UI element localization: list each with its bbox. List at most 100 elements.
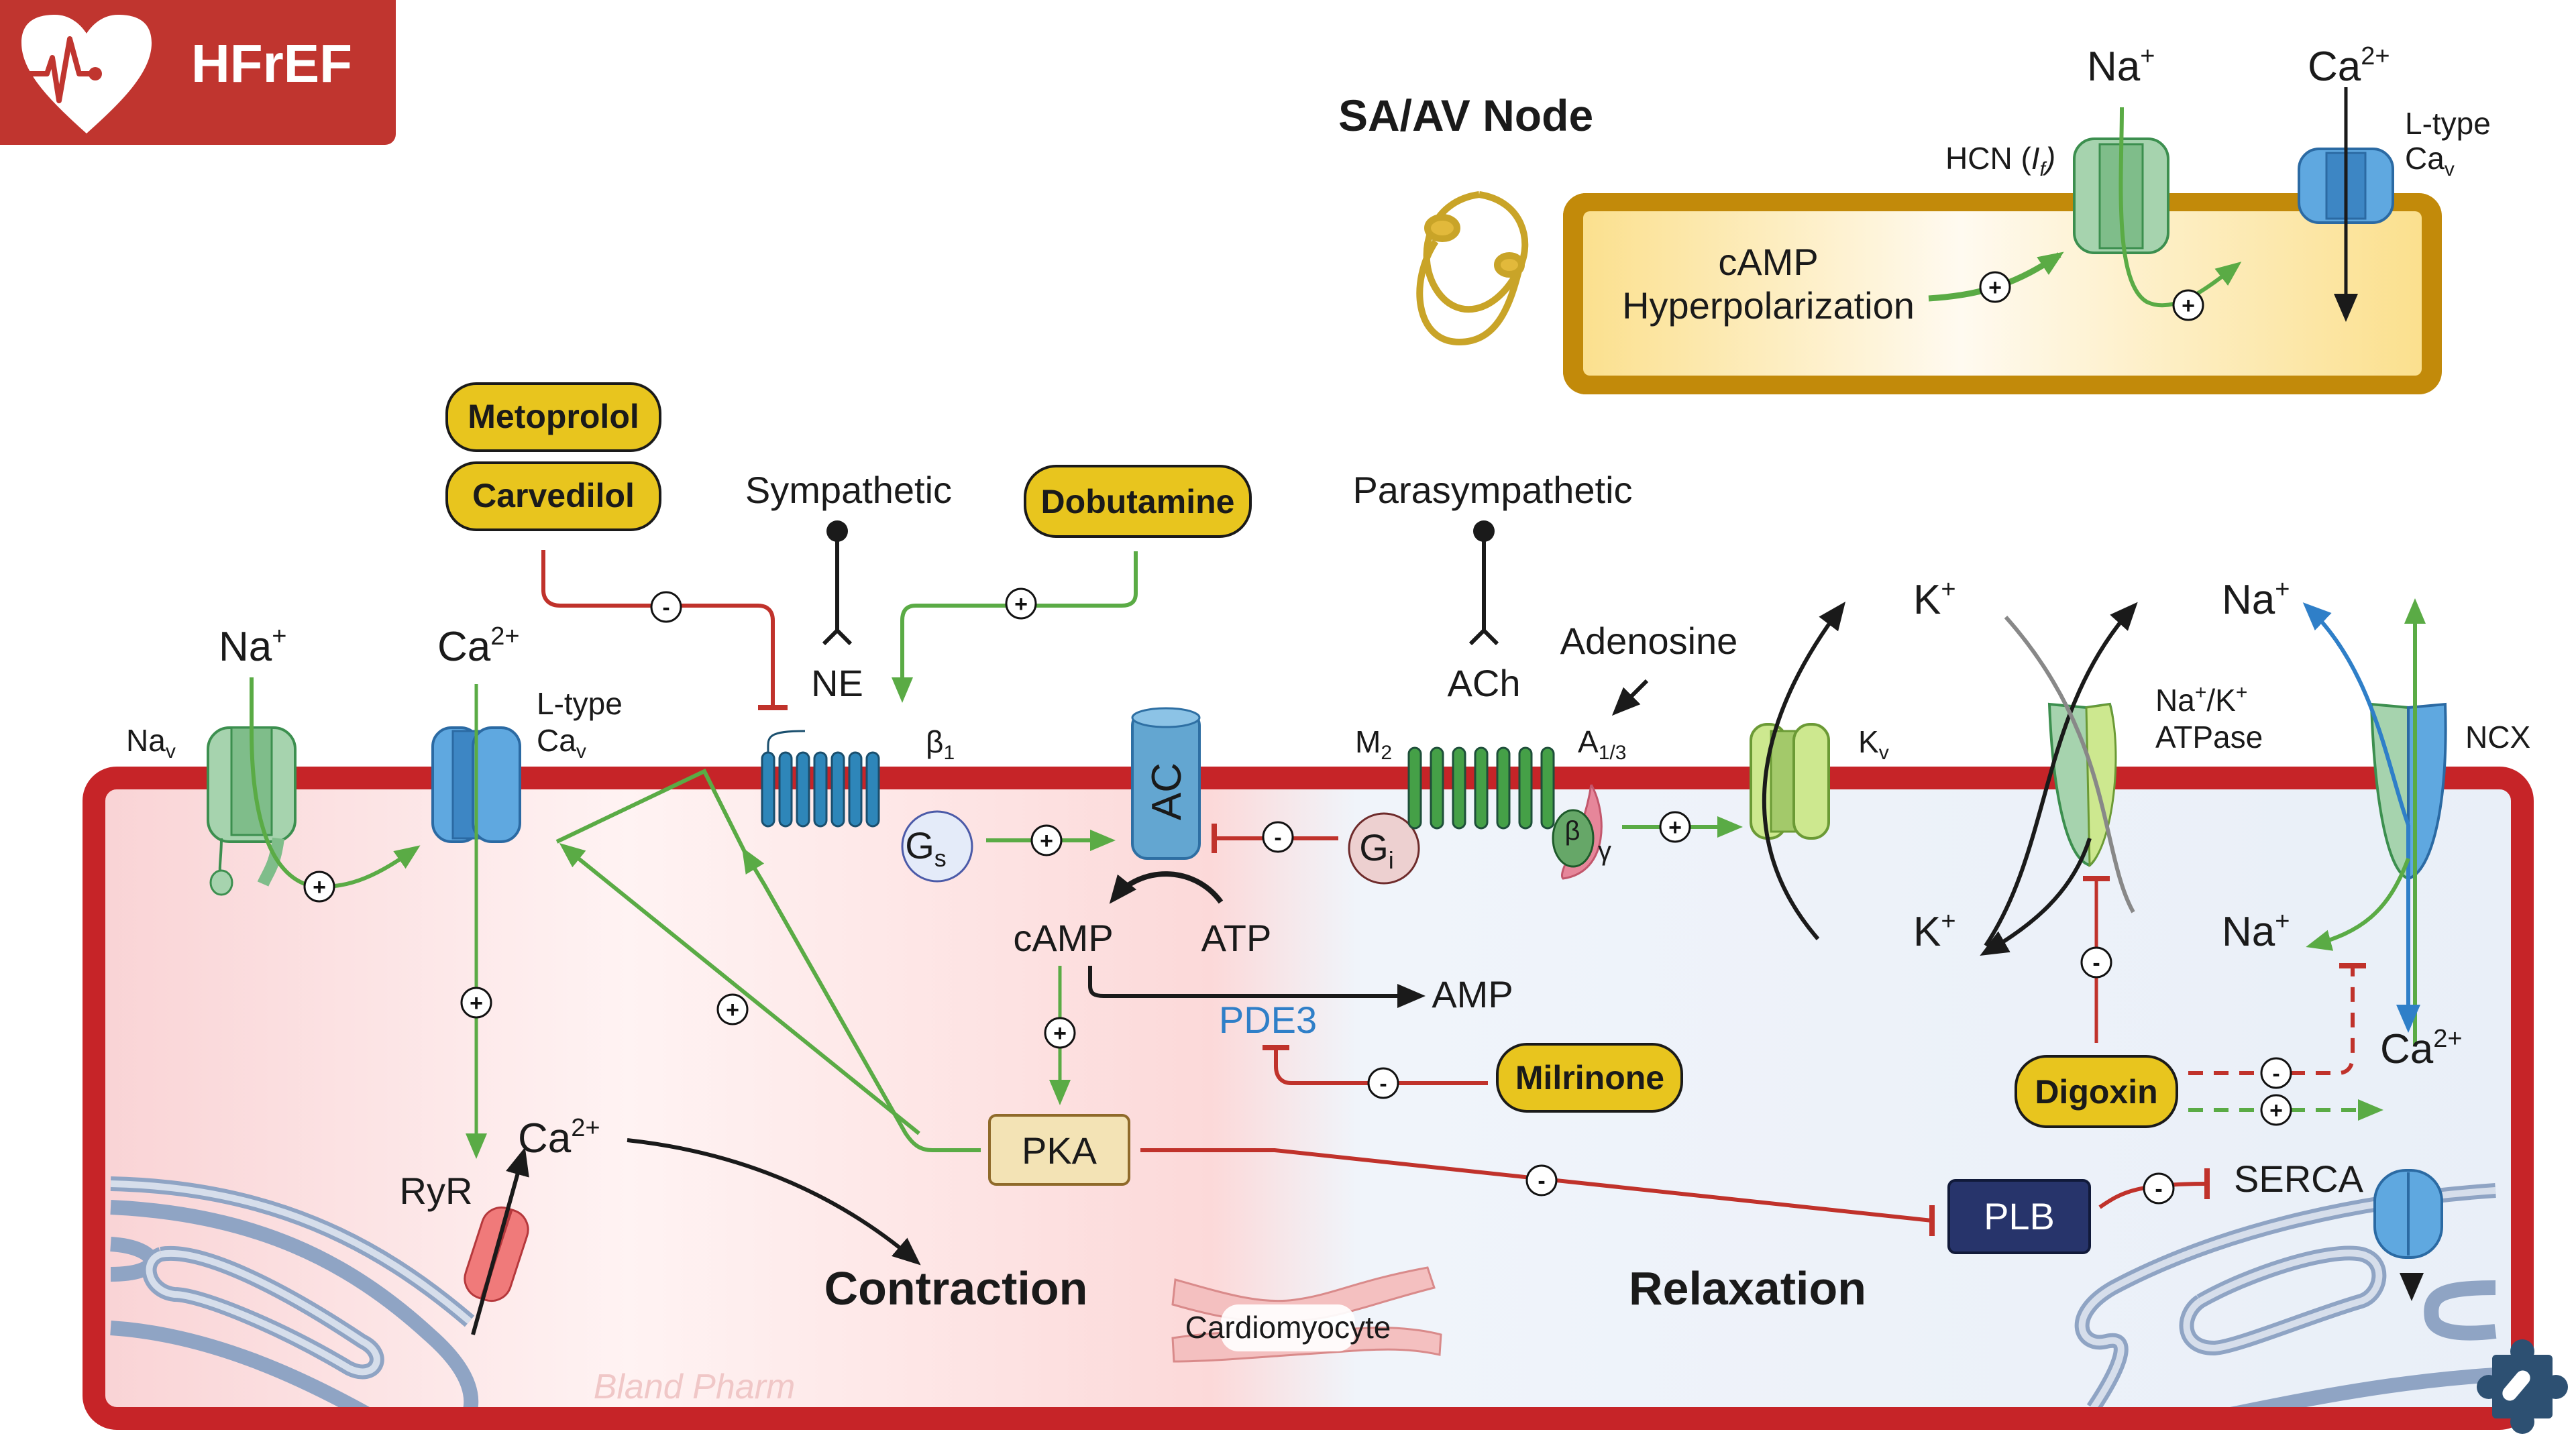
ncx-na-blue-arrow [2302,602,2410,826]
gi-protein: Gi [1348,812,1420,885]
ryr-label: RyR [400,1170,473,1212]
beta1-label: β1 [926,724,955,764]
plus-sign: + [2172,289,2204,321]
svg-text:-: - [1274,825,1281,850]
svg-text:β: β [1564,816,1580,846]
svg-text:-: - [2272,1061,2279,1086]
adenosine-arrow [1611,679,1649,716]
camp-to-amp-arrow [1088,966,1426,1008]
badge-title: HFrEF [191,34,352,93]
ca-to-contraction-arrow [627,1138,921,1266]
minus-sign: - [2143,1172,2175,1205]
hfref-badge: HFrEF [0,0,396,145]
pka-inhibit-plb-line [1140,1148,1933,1223]
pka-box: PKA [988,1114,1130,1186]
svg-text:-: - [1379,1071,1387,1097]
plb-inhibit-serca-line [2098,1182,2208,1209]
svg-text:+: + [2269,1098,2283,1123]
k-ion-bottom: K+ [1913,907,1956,955]
hyperpolarization-label: Hyperpolarization [1622,284,1915,327]
m2-receptor [1407,746,1555,830]
a13-label: A1/3 [1578,724,1626,764]
ach-label: ACh [1448,662,1521,704]
svg-text:-: - [2155,1176,2162,1202]
svg-text:Gs: Gs [905,824,947,872]
digoxin-inhibit-ncx-line [2188,966,2355,1075]
beta1-receptor [761,730,880,828]
parasympathetic-nerve-icon [1468,520,1499,646]
hcn-label: HCN (If) [1945,141,2055,180]
atpase-label: ATPase [2155,720,2263,755]
svg-text:-: - [2092,950,2100,976]
metoprolol-pill[interactable]: Metoprolol [445,382,661,452]
parasympathetic-label: Parasympathetic [1352,469,1632,511]
g-beta-gamma-subunit: β γ [1552,784,1611,880]
svg-text:AC: AC [1144,763,1190,820]
na-efflux-arrow [1984,602,2138,947]
svg-text:+: + [1053,1021,1067,1046]
na-ion-label: Na+ [219,622,286,670]
svg-text:+: + [1014,592,1028,617]
minus-sign: - [650,591,682,623]
na-ion-bottom: Na+ [2222,907,2290,955]
cardiomyocyte-icon: Cardiomyocyte [1171,1266,1442,1363]
contraction-label: Contraction [824,1262,1088,1315]
na-k-atpase [2047,702,2117,868]
digoxin-pill[interactable]: Digoxin [2015,1055,2178,1128]
dobutamine-pill[interactable]: Dobutamine [1024,465,1252,538]
cardiomyocyte-cell [83,767,2534,1430]
sa-camp-label: cAMP [1718,241,1818,283]
plus-sign: + [303,871,335,903]
milrinone-pill[interactable]: Milrinone [1496,1043,1683,1113]
svg-text:+: + [470,991,483,1016]
plus-sign: + [1005,588,1037,620]
ca-ion-label: Ca2+ [437,622,520,670]
na-k-label: Na+/K+ [2155,681,2247,718]
nav-flow-arrow [250,677,421,889]
carvedilol-pill[interactable]: Carvedilol [445,461,661,531]
sympathetic-nerve-icon [822,520,853,646]
ncx-na-influx-arrow [2306,857,2410,951]
ryr-ca-release-arrow [471,1147,529,1335]
ca-ion-ryr: Ca2+ [518,1114,600,1162]
kv-channel [1750,723,1830,840]
neuron-loop-icon [1416,191,1529,346]
ne-label: NE [811,662,863,704]
minus-sign: - [1262,821,1294,853]
svg-text:Cardiomyocyte: Cardiomyocyte [1185,1310,1391,1345]
svg-text:+: + [2182,293,2195,319]
sa-ltype-label: L-type [2405,106,2491,141]
svg-text:Digoxin: Digoxin [2035,1073,2157,1111]
plus-sign: + [716,993,749,1025]
serca-label: SERCA [2234,1158,2364,1200]
plus-sign: + [1044,1017,1076,1049]
svg-text:+: + [726,997,739,1023]
svg-text:Carvedilol: Carvedilol [472,477,635,514]
svg-text:Milrinone: Milrinone [1515,1059,1664,1097]
sa-na-ion: Na+ [2087,42,2155,90]
svg-text:+: + [1040,828,1053,854]
relaxation-label: Relaxation [1629,1262,1866,1315]
sa-av-title: SA/AV Node [1338,91,1593,140]
k-ion-top: K+ [1913,575,1956,623]
pka-to-cav-line [555,769,747,853]
hcn-na-flow-arrow [2118,107,2242,308]
plus-sign: + [460,987,492,1019]
plus-sign: + [1659,811,1691,843]
adenosine-label: Adenosine [1560,620,1738,662]
serca-pump [2373,1169,2443,1259]
svg-text:-: - [1538,1168,1545,1194]
svg-text:γ: γ [1598,836,1611,866]
minus-sign: - [2080,946,2112,979]
nav-channel [207,726,297,896]
svg-text:Metoprolol: Metoprolol [468,398,639,435]
k-efflux-arrow [1762,602,1846,940]
ncx-label: NCX [2465,720,2530,755]
atp-to-camp-arrow [1109,871,1224,904]
svg-text:+: + [1988,275,2002,300]
milrinone-inhibit-line [1274,1048,1488,1085]
gs-protein: Gs [901,810,973,883]
svg-text:Gi: Gi [1359,826,1394,874]
watermark: Bland Pharm [594,1368,796,1406]
svg-text:+: + [313,875,326,900]
